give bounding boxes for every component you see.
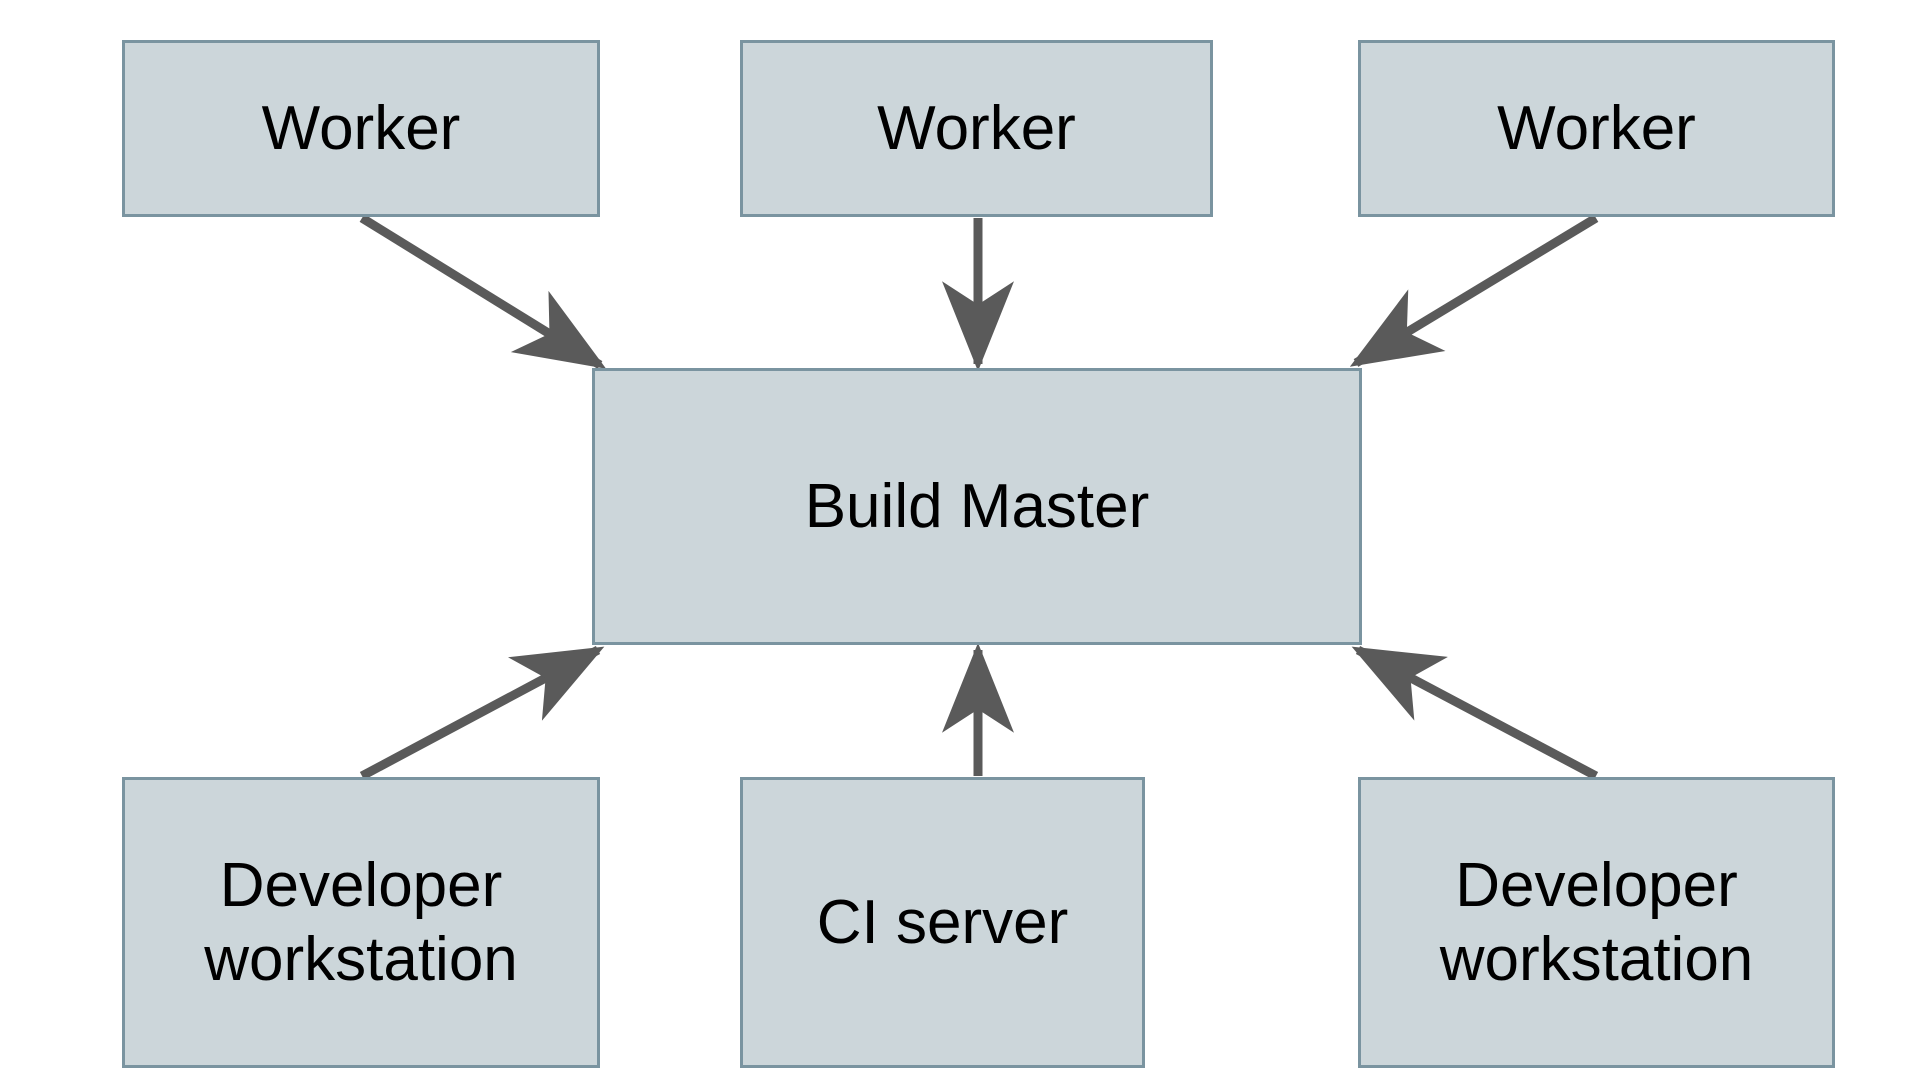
node-build-master[interactable]: Build Master (592, 368, 1362, 645)
node-worker-left[interactable]: Worker (122, 40, 600, 217)
node-ci-server-label: CI server (816, 887, 1069, 957)
node-worker-middle[interactable]: Worker (740, 40, 1213, 217)
edge-dev-left-to-master (359, 646, 605, 780)
edge-worker-right-to-master (1349, 214, 1599, 367)
node-developer-workstation-left[interactable]: Developer workstation (122, 777, 600, 1068)
node-developer-workstation-right[interactable]: Developer workstation (1358, 777, 1835, 1068)
node-worker-left-label: Worker (261, 93, 461, 163)
node-developer-workstation-right-label: Developer workstation (1439, 851, 1754, 994)
node-worker-right[interactable]: Worker (1358, 40, 1835, 217)
node-worker-right-label: Worker (1497, 93, 1696, 163)
node-ci-server[interactable]: CI server (740, 777, 1145, 1068)
node-worker-middle-label: Worker (877, 93, 1076, 163)
edge-worker-left-to-master (359, 214, 607, 369)
node-developer-workstation-left-label: Developer workstation (204, 851, 518, 994)
edge-dev-right-to-master (1351, 646, 1599, 780)
node-build-master-label: Build Master (804, 471, 1150, 541)
